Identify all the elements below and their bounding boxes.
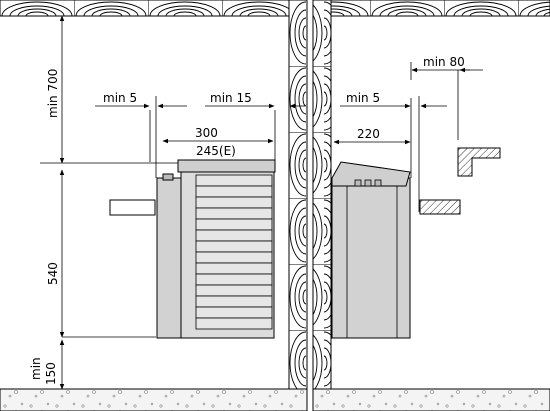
heater-slats: [195, 174, 273, 330]
wall-right-view: [312, 0, 332, 391]
label-540: 540: [46, 262, 60, 285]
label-min-150-a: min: [29, 357, 43, 380]
floor-left: [0, 388, 308, 411]
heater-top-left: [177, 159, 276, 173]
ceiling-right: [330, 0, 550, 17]
bench-bracket-right: [419, 199, 461, 215]
left-view: min 700 540 min 150 min 5 min 15 300 245…: [0, 0, 308, 411]
label-min-5-left: min 5: [103, 91, 137, 105]
floor-right: [312, 388, 550, 411]
label-min-5-right: min 5: [346, 91, 380, 105]
ceiling-left: [0, 0, 290, 17]
label-min-15: min 15: [210, 91, 252, 105]
label-min-150-b: 150: [44, 362, 58, 385]
label-min-80: min 80: [423, 55, 465, 69]
label-300: 300: [195, 126, 218, 140]
bench-bracket-left: [109, 199, 156, 216]
label-245e: 245(E): [196, 144, 236, 158]
right-view: min 5 min 80 220: [312, 0, 550, 411]
heater-side-right: [331, 177, 411, 339]
upper-bracket: [457, 147, 501, 177]
wall-left-view: [288, 0, 308, 391]
label-220: 220: [357, 127, 380, 141]
label-min-700: min 700: [46, 69, 60, 118]
heater-side-left: [156, 177, 182, 339]
heater-top-right: [331, 161, 411, 187]
